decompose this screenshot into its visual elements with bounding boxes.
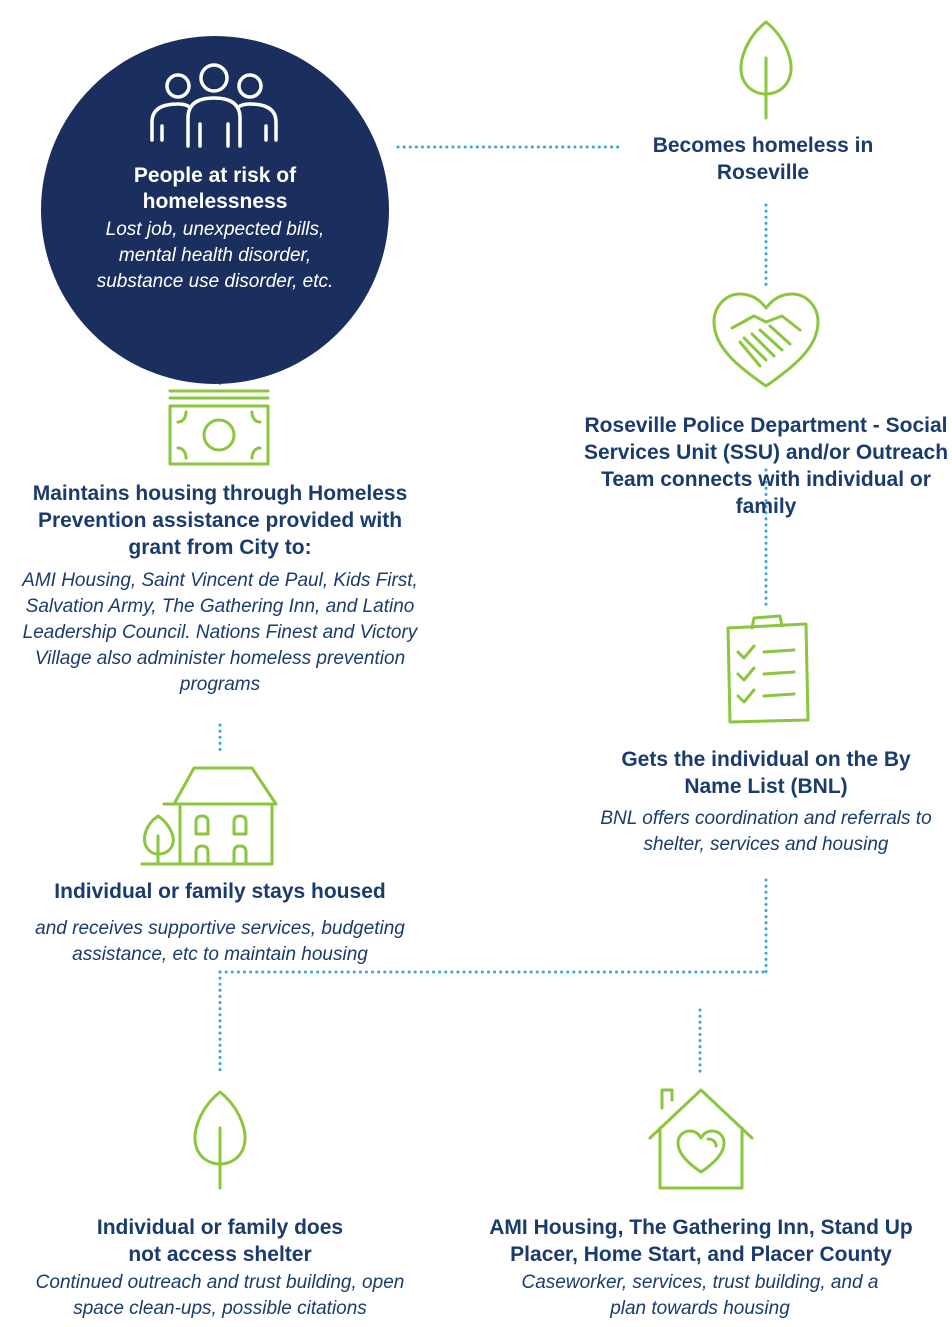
tree-icon <box>739 20 793 120</box>
bnl-description: BNL offers coordination and referrals to… <box>600 808 932 855</box>
becomes-homeless-title: Becomes homeless in Roseville <box>652 134 874 184</box>
housed-description: and receives supportive services, budget… <box>35 918 405 965</box>
shelter-description: Caseworker, services, trust building, an… <box>521 1272 879 1319</box>
police-title: Roseville Police Department - Social Ser… <box>583 414 949 518</box>
prevention-description: AMI Housing, Saint Vincent de Paul, Kids… <box>22 570 418 695</box>
house-tree-icon <box>140 766 278 866</box>
people-group-icon <box>150 63 278 148</box>
heart-handshake-icon <box>712 292 820 388</box>
risk-description: Lost job, unexpected bills, mental healt… <box>96 219 334 292</box>
house-heart-icon <box>648 1088 754 1190</box>
no-shelter-description: Continued outreach and trust building, o… <box>35 1272 405 1319</box>
prevention-title: Maintains housing through Homeless Preve… <box>32 482 408 559</box>
risk-title: People at risk of homelessness <box>133 164 297 213</box>
housed-title: Individual or family stays housed <box>54 880 386 903</box>
risk-circle: People at risk of homelessness Lost job,… <box>41 36 389 384</box>
bnl-title: Gets the individual on the By Name List … <box>621 748 911 798</box>
money-bill-icon <box>168 389 270 466</box>
shelter-title: AMI Housing, The Gathering Inn, Stand Up… <box>489 1216 913 1266</box>
tree-icon <box>193 1090 247 1190</box>
no-shelter-title: Individual or family does not access she… <box>96 1216 344 1266</box>
clipboard-checklist-icon <box>726 614 810 724</box>
